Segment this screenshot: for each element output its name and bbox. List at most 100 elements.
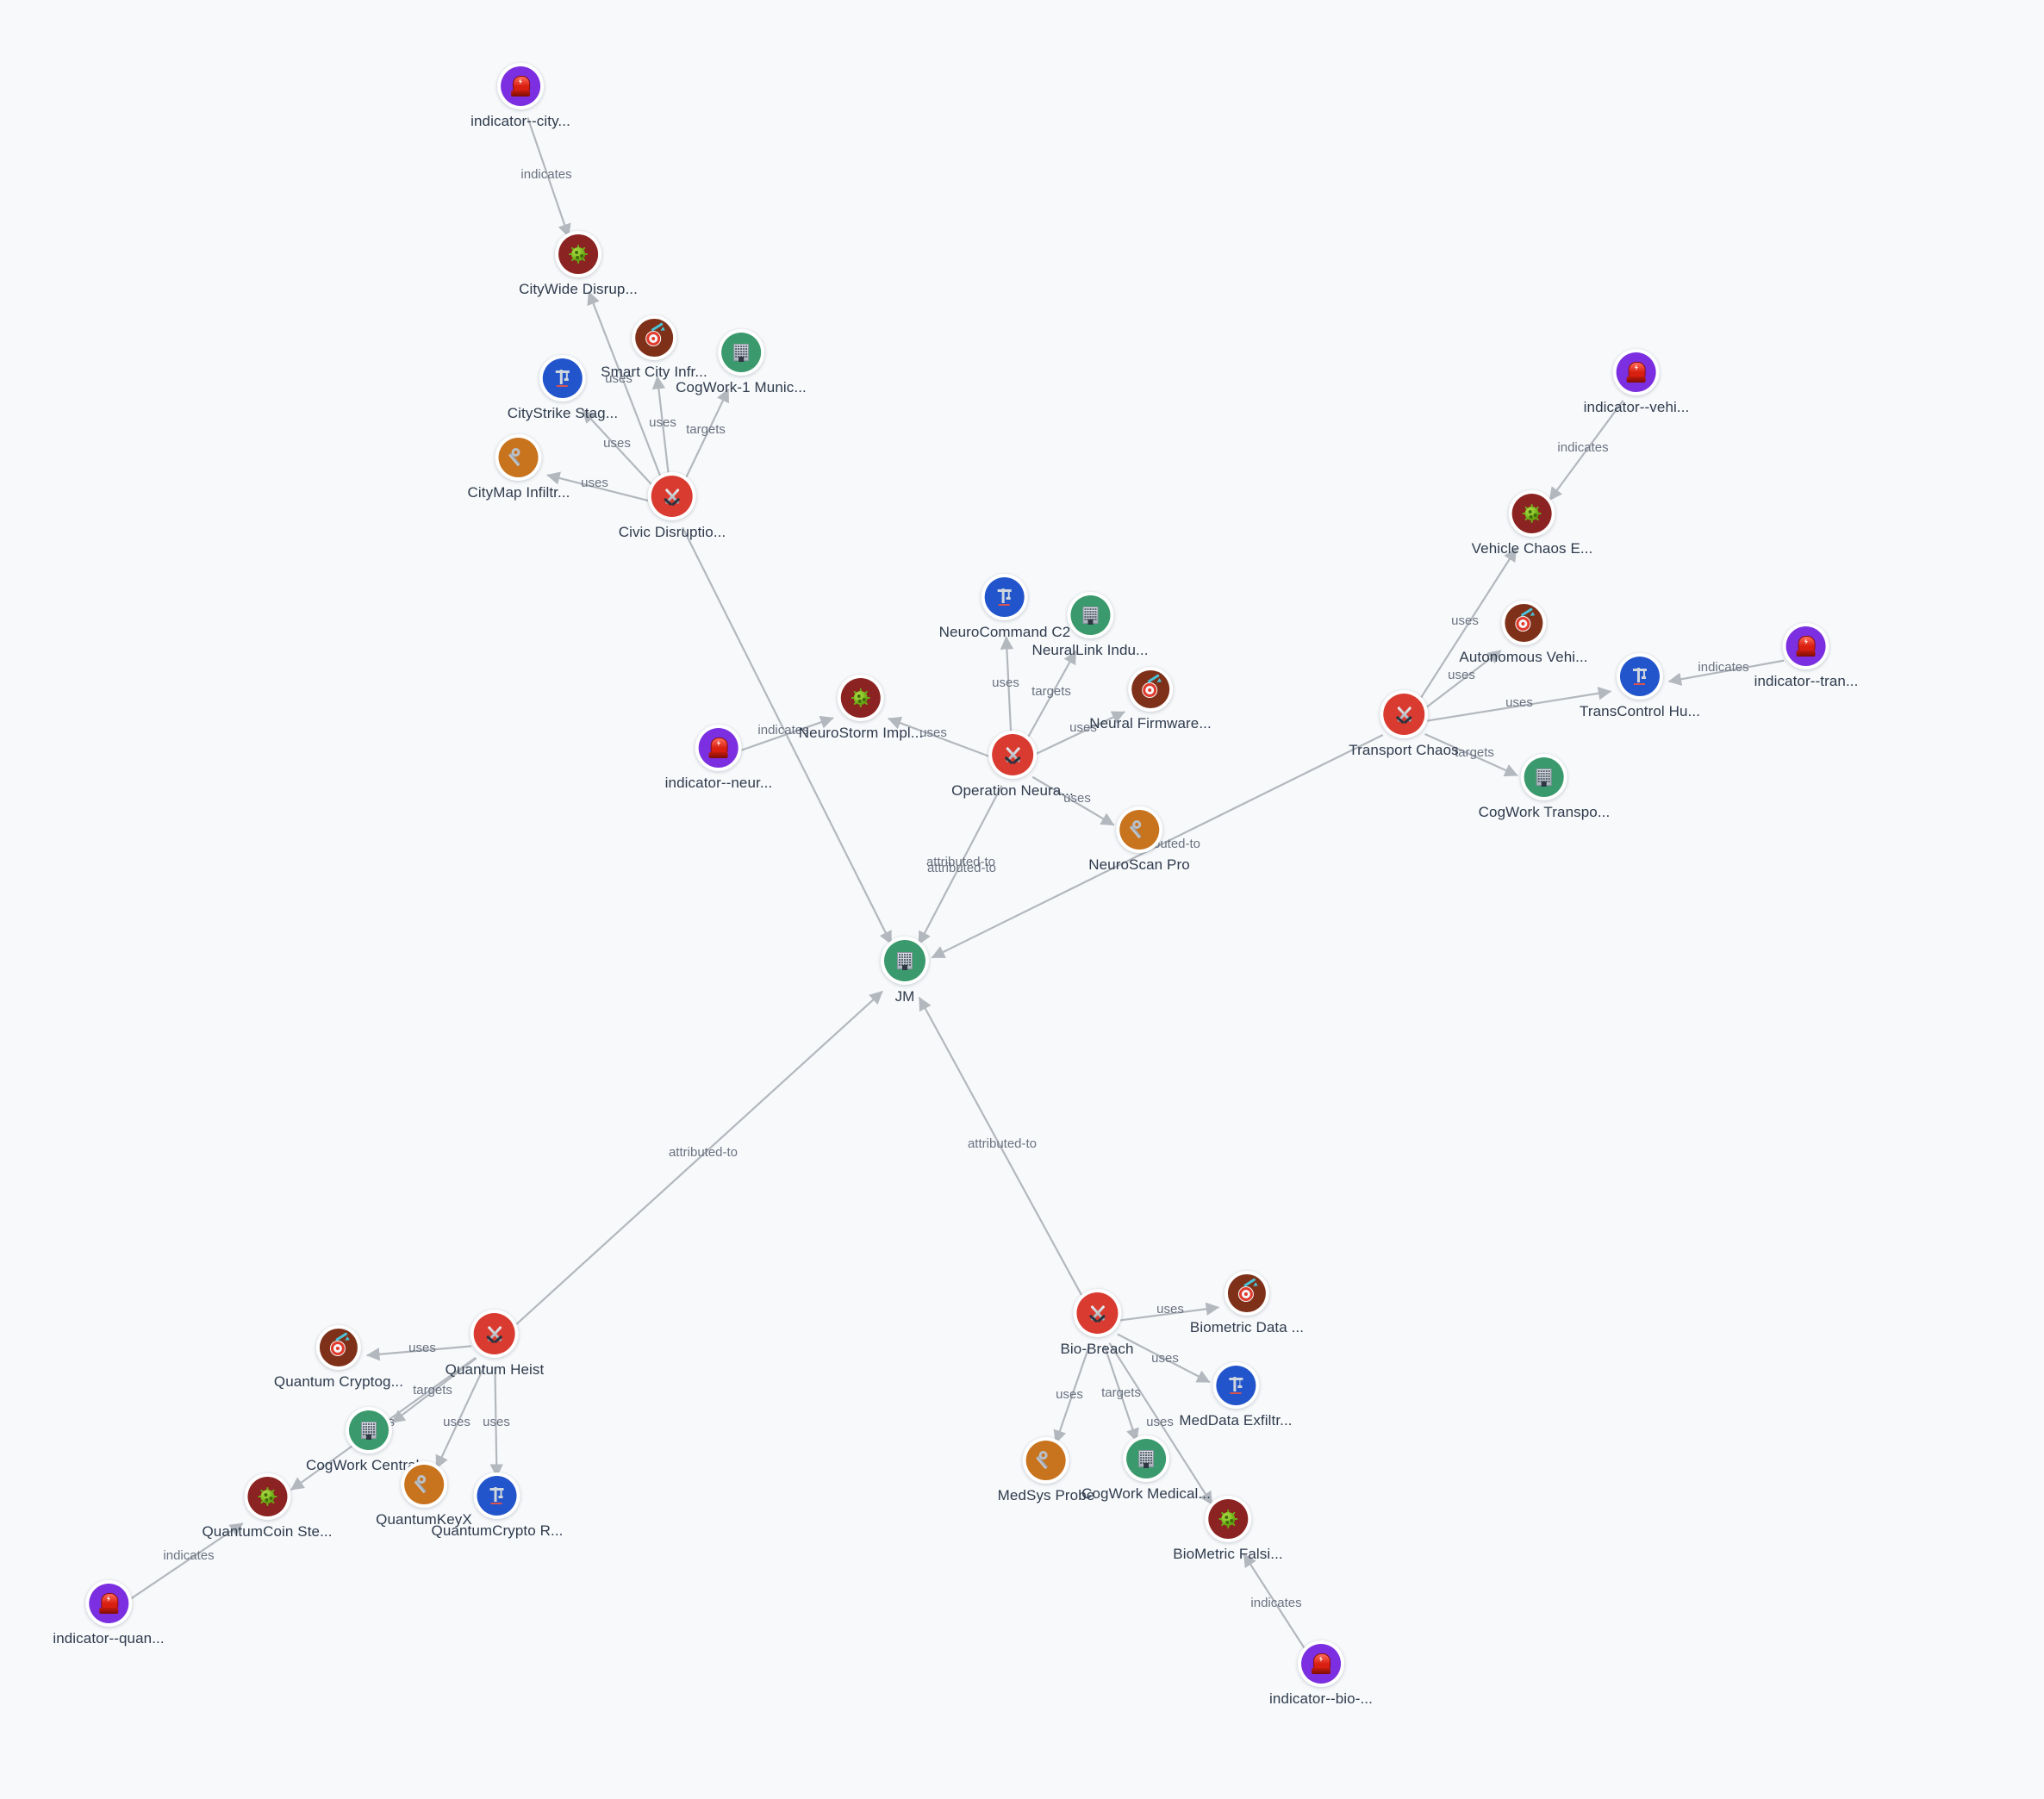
graph-node-ind-quan[interactable]: indicator--quan... [53, 1580, 165, 1647]
graph-edge[interactable] [1053, 1345, 1091, 1444]
node-disc-identity[interactable] [1069, 595, 1110, 635]
graph-edge[interactable] [651, 376, 671, 484]
node-circle[interactable] [85, 1580, 132, 1627]
node-circle[interactable] [1116, 806, 1162, 853]
node-circle[interactable] [316, 1325, 361, 1370]
node-disc-malware[interactable] [246, 1477, 287, 1516]
graph-node-vehiclechaos[interactable]: Vehicle Chaos E... [1472, 490, 1593, 557]
node-circle[interactable] [539, 355, 586, 402]
graph-edge[interactable] [1032, 711, 1125, 756]
graph-edge[interactable] [391, 1357, 477, 1424]
graph-node-smartcity[interactable]: Smart City Infr... [601, 315, 707, 381]
graph-edge[interactable] [1243, 1553, 1310, 1656]
node-disc-attack-pattern[interactable] [1228, 1274, 1266, 1312]
node-circle[interactable] [554, 231, 601, 277]
node-circle[interactable] [1123, 1435, 1169, 1482]
node-circle[interactable] [1127, 667, 1173, 712]
node-disc-identity[interactable] [1524, 757, 1564, 797]
node-disc-attack-pattern[interactable] [635, 319, 673, 357]
node-circle[interactable] [988, 731, 1037, 779]
graph-node-citystrike[interactable]: CityStrike Stag... [508, 355, 618, 422]
node-circle[interactable] [470, 1310, 519, 1358]
graph-edge[interactable] [1108, 1342, 1213, 1505]
graph-node-biometricfalsi[interactable]: BioMetric Falsi... [1173, 1496, 1283, 1563]
graph-node-citywide[interactable]: CityWide Disrup... [519, 231, 638, 298]
graph-edge[interactable] [587, 290, 665, 486]
node-disc-infrastructure[interactable] [477, 1476, 517, 1516]
graph-edge[interactable] [1667, 659, 1785, 686]
node-disc-tool[interactable] [1119, 810, 1159, 850]
node-circle[interactable] [1612, 349, 1660, 395]
graph-node-neuralfirmware[interactable]: Neural Firmware... [1089, 667, 1212, 732]
graph-node-cogworktranspo[interactable]: CogWork Transpo... [1479, 754, 1611, 821]
node-circle[interactable] [1225, 1271, 1269, 1316]
graph-node-quantumkeyx[interactable]: QuantumKeyX [376, 1461, 472, 1528]
node-circle[interactable] [1066, 592, 1113, 638]
node-circle[interactable] [837, 675, 884, 721]
graph-node-civic[interactable]: Civic Disruptio... [619, 472, 726, 541]
graph-edge[interactable] [1031, 775, 1115, 826]
node-disc-indicator[interactable] [500, 66, 540, 106]
node-circle[interactable] [632, 315, 676, 360]
graph-edge[interactable] [489, 1366, 503, 1478]
graph-node-biobreach[interactable]: Bio-Breach [1060, 1289, 1133, 1358]
node-disc-indicator[interactable] [698, 728, 738, 768]
node-disc-indicator[interactable] [1301, 1644, 1341, 1684]
graph-edge[interactable] [681, 388, 730, 487]
node-circle[interactable] [1500, 601, 1546, 645]
node-circle[interactable] [881, 937, 929, 985]
node-circle[interactable] [1205, 1496, 1251, 1542]
graph-node-cogworkcentral[interactable]: CogWork Central... [306, 1407, 432, 1474]
graph-edge[interactable] [546, 471, 651, 502]
node-disc-malware[interactable] [558, 234, 598, 274]
graph-node-ind-neur[interactable]: indicator--neur... [665, 725, 773, 792]
node-circle[interactable] [1520, 754, 1567, 800]
node-disc-identity[interactable] [1126, 1439, 1166, 1478]
node-circle[interactable] [1022, 1437, 1069, 1484]
graph-node-biometricdata[interactable]: Biometric Data ... [1190, 1271, 1304, 1336]
node-circle[interactable] [1212, 1362, 1259, 1409]
node-disc-campaign[interactable] [1075, 1292, 1118, 1334]
node-circle[interactable] [1509, 490, 1555, 537]
node-circle[interactable] [1298, 1640, 1344, 1687]
node-circle[interactable] [345, 1407, 392, 1454]
node-disc-indicator[interactable] [1616, 352, 1656, 392]
node-disc-campaign[interactable] [1382, 694, 1424, 735]
graph-node-meddata[interactable]: MedData Exfiltr... [1179, 1362, 1293, 1429]
graph-node-quantumcoin[interactable]: QuantumCoin Ste... [202, 1473, 332, 1541]
graph-node-quantumheist[interactable]: Quantum Heist [446, 1310, 545, 1379]
node-disc-attack-pattern[interactable] [1131, 670, 1169, 708]
node-circle[interactable] [495, 434, 542, 481]
node-disc-indicator[interactable] [89, 1584, 128, 1623]
node-disc-identity[interactable] [720, 333, 761, 372]
node-disc-tool[interactable] [498, 438, 539, 477]
graph-node-autonomous[interactable]: Autonomous Vehi... [1459, 601, 1588, 666]
node-disc-attack-pattern[interactable] [320, 1329, 358, 1366]
graph-edge[interactable] [126, 1522, 244, 1603]
node-disc-campaign[interactable] [474, 1313, 515, 1354]
node-disc-malware[interactable] [1512, 494, 1552, 533]
node-disc-attack-pattern[interactable] [1504, 604, 1542, 642]
graph-node-quantumcrypto[interactable]: QuantumCrypto R... [432, 1472, 564, 1540]
node-circle[interactable] [496, 63, 544, 109]
graph-edge[interactable] [1421, 650, 1502, 712]
node-circle[interactable] [717, 329, 764, 376]
node-disc-campaign[interactable] [992, 734, 1033, 775]
graph-edge[interactable] [1426, 687, 1612, 722]
node-circle[interactable] [474, 1472, 520, 1519]
node-circle[interactable] [695, 725, 742, 771]
node-circle[interactable] [400, 1461, 447, 1508]
graph-node-neuroscan[interactable]: NeuroScan Pro [1088, 806, 1190, 874]
graph-edge[interactable] [918, 997, 1087, 1304]
node-disc-identity[interactable] [348, 1410, 389, 1450]
graph-edge[interactable] [366, 1345, 472, 1361]
graph-edge[interactable] [435, 1364, 486, 1469]
node-disc-infrastructure[interactable] [543, 358, 583, 398]
graph-node-ind-vehi[interactable]: indicator--vehi... [1584, 349, 1690, 416]
graph-edge[interactable] [931, 733, 1384, 959]
node-circle[interactable] [1617, 653, 1663, 700]
node-circle[interactable] [1783, 623, 1829, 669]
graph-node-cogworkmedical[interactable]: CogWork Medical... [1081, 1435, 1211, 1503]
graph-node-jm[interactable]: JM [881, 937, 929, 1005]
